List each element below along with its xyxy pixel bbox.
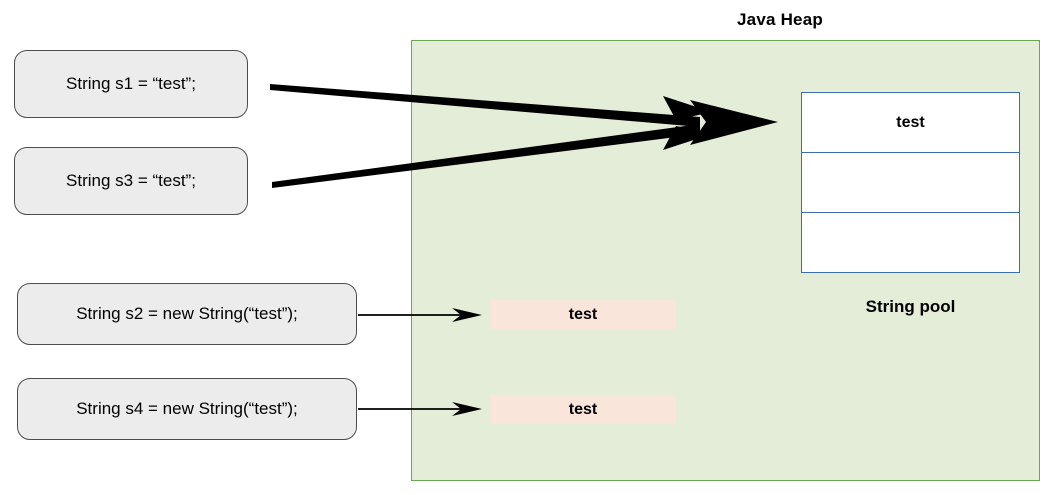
string-pool-row [802, 153, 1019, 213]
statement-box-s1[interactable]: String s1 = “test”; [14, 50, 248, 118]
heap-object-s2: test [490, 300, 676, 329]
string-pool-table: test [801, 92, 1020, 273]
java-heap-title: Java Heap [737, 10, 823, 29]
string-pool-row: test [802, 93, 1019, 153]
heap-object-s4: test [490, 395, 676, 424]
string-pool-row [802, 213, 1019, 271]
string-pool-label: String pool [865, 297, 956, 316]
statement-box-s4[interactable]: String s4 = new String(“test”); [17, 378, 357, 440]
statement-box-s3[interactable]: String s3 = “test”; [14, 147, 248, 215]
statement-box-s2[interactable]: String s2 = new String(“test”); [17, 283, 357, 345]
